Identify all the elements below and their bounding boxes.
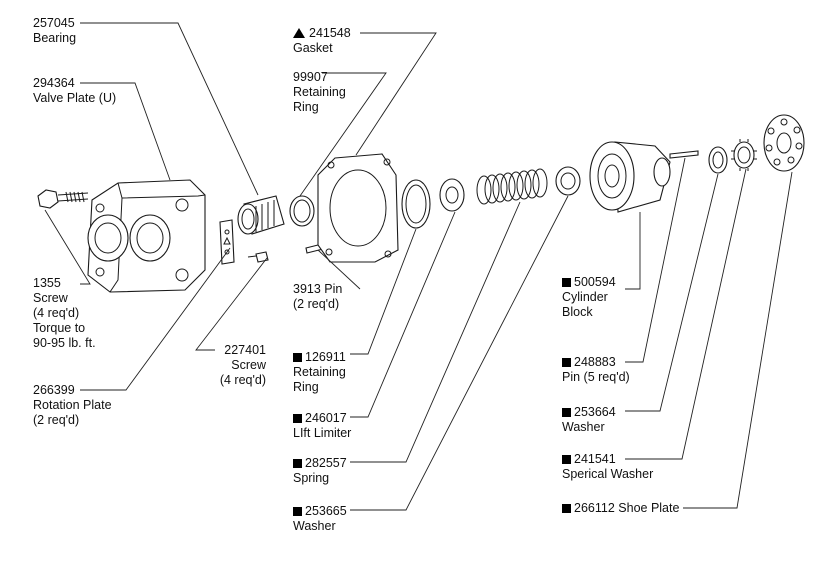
- lift-limiter-part: [439, 178, 465, 212]
- screw-1355-label: 1355 Screw (4 req'd) Torque to 90-95 lb.…: [33, 276, 96, 351]
- retaining-ring-126911-number: 126911: [305, 350, 346, 364]
- screw-227401-line2: Screw: [231, 358, 266, 372]
- screw-227401-number: 227401: [224, 343, 266, 357]
- rotation-plate-qty: (2 req'd): [33, 413, 80, 427]
- screw-1355-number: 1355: [33, 276, 61, 290]
- pin-248883-part: [669, 150, 699, 159]
- cylinder-block-name-line1: Cylinder: [562, 290, 608, 304]
- pin-3913-line1: 3913 Pin: [293, 282, 343, 296]
- bearing-part-number: 257045: [33, 16, 75, 30]
- rotation-plate-name: Rotation Plate: [33, 398, 112, 412]
- triangle-marker-icon: [293, 28, 305, 38]
- spring-name: Spring: [293, 471, 330, 485]
- square-marker-icon: [293, 507, 302, 516]
- shoe-plate-label: 266112 Shoe Plate: [562, 501, 679, 516]
- lift-limiter-label: 246017 LIft Limiter: [293, 411, 351, 441]
- screw-1355-line3: (4 req'd): [33, 306, 80, 320]
- washer-253664-name: Washer: [562, 420, 605, 434]
- square-marker-icon: [562, 408, 571, 417]
- cylinder-block-name-line2: Block: [562, 305, 593, 319]
- square-marker-icon: [293, 353, 302, 362]
- shoe-plate-part: [763, 114, 805, 172]
- rotation-plate-part: [219, 219, 235, 265]
- gasket-label: 241548 Gasket: [293, 26, 351, 56]
- spherical-washer-part: [731, 139, 757, 171]
- rotation-plate-label: 266399 Rotation Plate (2 req'd): [33, 383, 112, 428]
- leader-lines: [44, 22, 793, 511]
- screw-1355-part: [37, 189, 89, 209]
- screw-1355-line2: Screw: [33, 291, 68, 305]
- square-marker-icon: [562, 358, 571, 367]
- cylinder-block-part: [589, 141, 671, 213]
- washer-253665-number: 253665: [305, 504, 347, 518]
- washer-253664-part: [708, 146, 728, 174]
- shoe-plate-name: Shoe Plate: [618, 501, 680, 515]
- square-marker-icon: [293, 459, 302, 468]
- gasket-part-number: 241548: [309, 26, 351, 40]
- screw-1355-line5: 90-95 lb. ft.: [33, 336, 96, 350]
- pin-248883-number: 248883: [574, 355, 616, 369]
- gasket-part-name: Gasket: [293, 41, 333, 55]
- screw-227401-part: [247, 251, 269, 263]
- washer-253665-label: 253665 Washer: [293, 504, 347, 534]
- spring-number: 282557: [305, 456, 347, 470]
- lift-limiter-number: 246017: [305, 411, 347, 425]
- square-marker-icon: [293, 414, 302, 423]
- pin-3913-label: 3913 Pin (2 req'd): [293, 282, 342, 312]
- valve-plate-part: [87, 179, 206, 293]
- bearing-label: 257045 Bearing: [33, 16, 76, 46]
- retaining-ring-99907-part: [289, 195, 315, 227]
- retaining-ring-126911-label: 126911 Retaining Ring: [293, 350, 346, 395]
- shoe-plate-number: 266112: [574, 501, 615, 515]
- retaining-ring-99907-label: 99907 Retaining Ring: [293, 70, 346, 115]
- bearing-part-name: Bearing: [33, 31, 77, 45]
- square-marker-icon: [562, 278, 571, 287]
- rotation-plate-number: 266399: [33, 383, 75, 397]
- retaining-ring-99907-number: 99907: [293, 70, 328, 84]
- screw-227401-line3: (4 req'd): [219, 373, 266, 387]
- spherical-washer-name: Sperical Washer: [562, 467, 654, 481]
- square-marker-icon: [562, 504, 571, 513]
- spring-label: 282557 Spring: [293, 456, 347, 486]
- screw-227401-label: 227401 Screw (4 req'd): [210, 343, 266, 388]
- spherical-washer-label: 241541 Sperical Washer: [562, 452, 653, 482]
- cylinder-block-label: 500594 Cylinder Block: [562, 275, 616, 320]
- pin-248883-name: Pin (5 req'd): [562, 370, 630, 384]
- retaining-ring-99907-name-line1: Retaining: [293, 85, 346, 99]
- washer-253664-number: 253664: [574, 405, 616, 419]
- washer-253665-part: [555, 166, 581, 196]
- valve-plate-label: 294364 Valve Plate (U): [33, 76, 116, 106]
- washer-253665-name: Washer: [293, 519, 336, 533]
- square-marker-icon: [562, 455, 571, 464]
- gasket-part: [317, 153, 399, 263]
- valve-plate-part-name: Valve Plate (U): [33, 91, 117, 105]
- cylinder-block-number: 500594: [574, 275, 616, 289]
- washer-253664-label: 253664 Washer: [562, 405, 616, 435]
- spring-part: [476, 168, 548, 205]
- retaining-ring-126911-name-line1: Retaining: [293, 365, 346, 379]
- retaining-ring-126911-part: [401, 179, 431, 229]
- pin-248883-label: 248883 Pin (5 req'd): [562, 355, 630, 385]
- lift-limiter-name: LIft Limiter: [293, 426, 352, 440]
- spherical-washer-number: 241541: [574, 452, 616, 466]
- retaining-ring-126911-name-line2: Ring: [293, 380, 319, 394]
- screw-1355-line4: Torque to: [33, 321, 86, 335]
- pin-3913-line2: (2 req'd): [293, 297, 340, 311]
- bearing-part: [237, 195, 285, 235]
- retaining-ring-99907-name-line2: Ring: [293, 100, 319, 114]
- valve-plate-part-number: 294364: [33, 76, 75, 90]
